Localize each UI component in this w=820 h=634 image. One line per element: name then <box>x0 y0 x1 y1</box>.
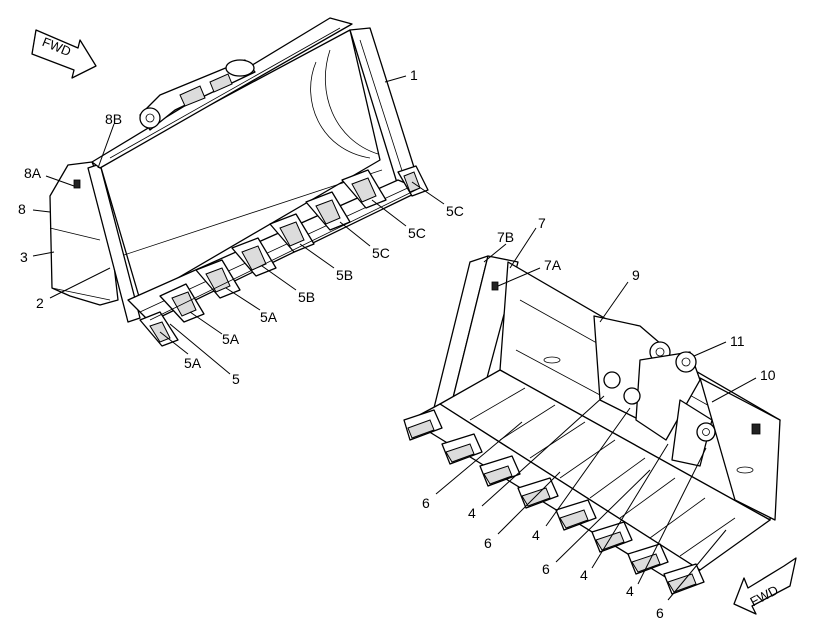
callout-2: 2 <box>36 295 44 311</box>
tooth-r7 <box>627 543 669 575</box>
tooth-5A-1 <box>139 311 179 347</box>
callout-labels: 1 8B 8A 8 3 2 5C 5C 5C 5B 5B 5A 5A 5A 5 … <box>18 67 776 621</box>
tooth-5C-2 <box>341 169 387 209</box>
callout-5C-b: 5C <box>408 225 426 241</box>
tooth-r3 <box>479 455 521 487</box>
callout-5C-c: 5C <box>372 245 390 261</box>
callout-7B: 7B <box>497 229 514 245</box>
tooth-r2 <box>441 433 483 465</box>
tooth-5B-2 <box>269 213 315 253</box>
callout-5: 5 <box>232 371 240 387</box>
callout-4-b: 4 <box>532 527 540 543</box>
callout-8B: 8B <box>105 111 122 127</box>
callout-5A-c: 5A <box>184 355 202 371</box>
bucket-back-wall <box>99 29 381 301</box>
callout-6-d: 6 <box>656 605 664 621</box>
callout-5A-b: 5A <box>222 331 240 347</box>
callout-8: 8 <box>18 201 26 217</box>
callout-5C-a: 5C <box>446 203 464 219</box>
callout-4-a: 4 <box>468 505 476 521</box>
callout-6-b: 6 <box>484 535 492 551</box>
callout-7A: 7A <box>544 257 562 273</box>
tooth-r1 <box>403 409 443 441</box>
hinge-pin-right <box>225 59 255 77</box>
tooth-r4 <box>517 477 559 509</box>
tooth-5A-2 <box>159 283 205 323</box>
callout-5B-a: 5B <box>336 267 353 283</box>
tooth-5C-1 <box>305 191 351 231</box>
hitch-bracket-10 <box>671 399 716 467</box>
side-plate-tag-right <box>751 423 761 435</box>
tooth-5A-3 <box>195 259 241 299</box>
callout-6-c: 6 <box>542 561 550 577</box>
callout-5B-b: 5B <box>298 289 315 305</box>
leader-lines <box>32 75 757 601</box>
callout-6-a: 6 <box>422 495 430 511</box>
callout-5A-a: 5A <box>260 309 278 325</box>
callout-8A: 8A <box>24 165 42 181</box>
callout-7: 7 <box>538 215 546 231</box>
tooth-r5 <box>555 499 597 531</box>
bucket-right-side-plate <box>699 377 781 521</box>
fwd-arrow-bottom-right: FWD <box>733 557 797 615</box>
callout-9: 9 <box>632 267 640 283</box>
callout-4-d: 4 <box>626 583 634 599</box>
callout-1: 1 <box>410 67 418 83</box>
callout-4-c: 4 <box>580 567 588 583</box>
callout-11: 11 <box>730 333 745 349</box>
callout-10: 10 <box>760 367 776 383</box>
hitch-bracket-11 <box>623 351 701 441</box>
side-plate-tag <box>491 281 499 291</box>
bucket-left <box>49 17 423 323</box>
hinge-pin <box>139 107 161 129</box>
tooth-r6 <box>591 521 633 553</box>
fwd-arrow-top-left: FWD <box>31 29 97 79</box>
side-plate-tag <box>73 179 81 189</box>
callout-3: 3 <box>20 249 28 265</box>
tooth-5B-1 <box>231 237 277 277</box>
